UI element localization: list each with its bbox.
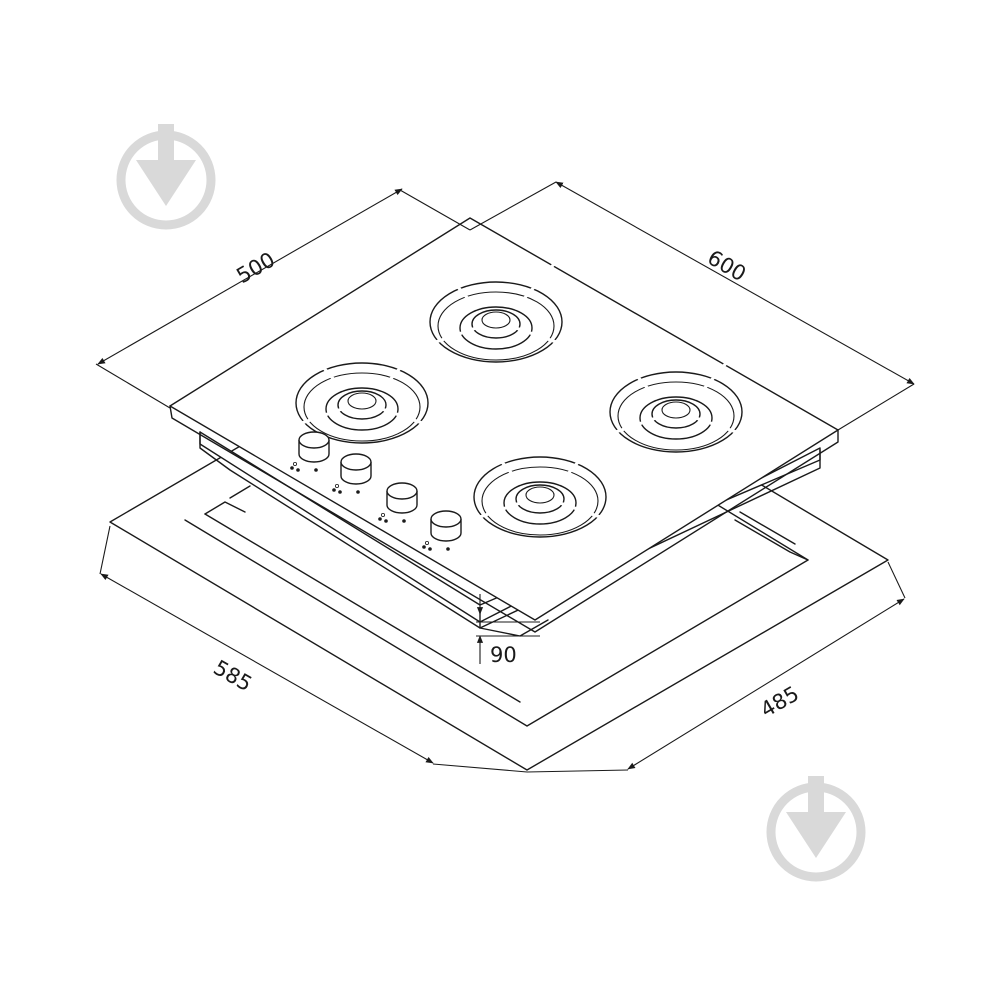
burners-group xyxy=(294,262,744,538)
burner-front-right xyxy=(472,437,608,538)
control-knobs xyxy=(290,431,462,551)
dimension-label-485: 485 xyxy=(756,681,803,722)
dimension-height: 90 xyxy=(476,594,540,667)
knob-1[interactable] xyxy=(290,431,330,472)
knob-3[interactable] xyxy=(378,482,418,523)
dimension-label-90: 90 xyxy=(490,643,517,667)
dimension-depth-top: 500 xyxy=(95,188,471,409)
dimension-label-585: 585 xyxy=(209,655,256,696)
dimension-label-600: 600 xyxy=(703,245,750,286)
burner-back-left xyxy=(428,262,564,363)
dimension-cutout-depth: 485 xyxy=(526,561,906,773)
watermark-logo-icon xyxy=(766,776,866,882)
watermark-logo-icon xyxy=(116,124,216,230)
knob-2[interactable] xyxy=(332,453,372,494)
knob-4[interactable] xyxy=(422,510,462,551)
